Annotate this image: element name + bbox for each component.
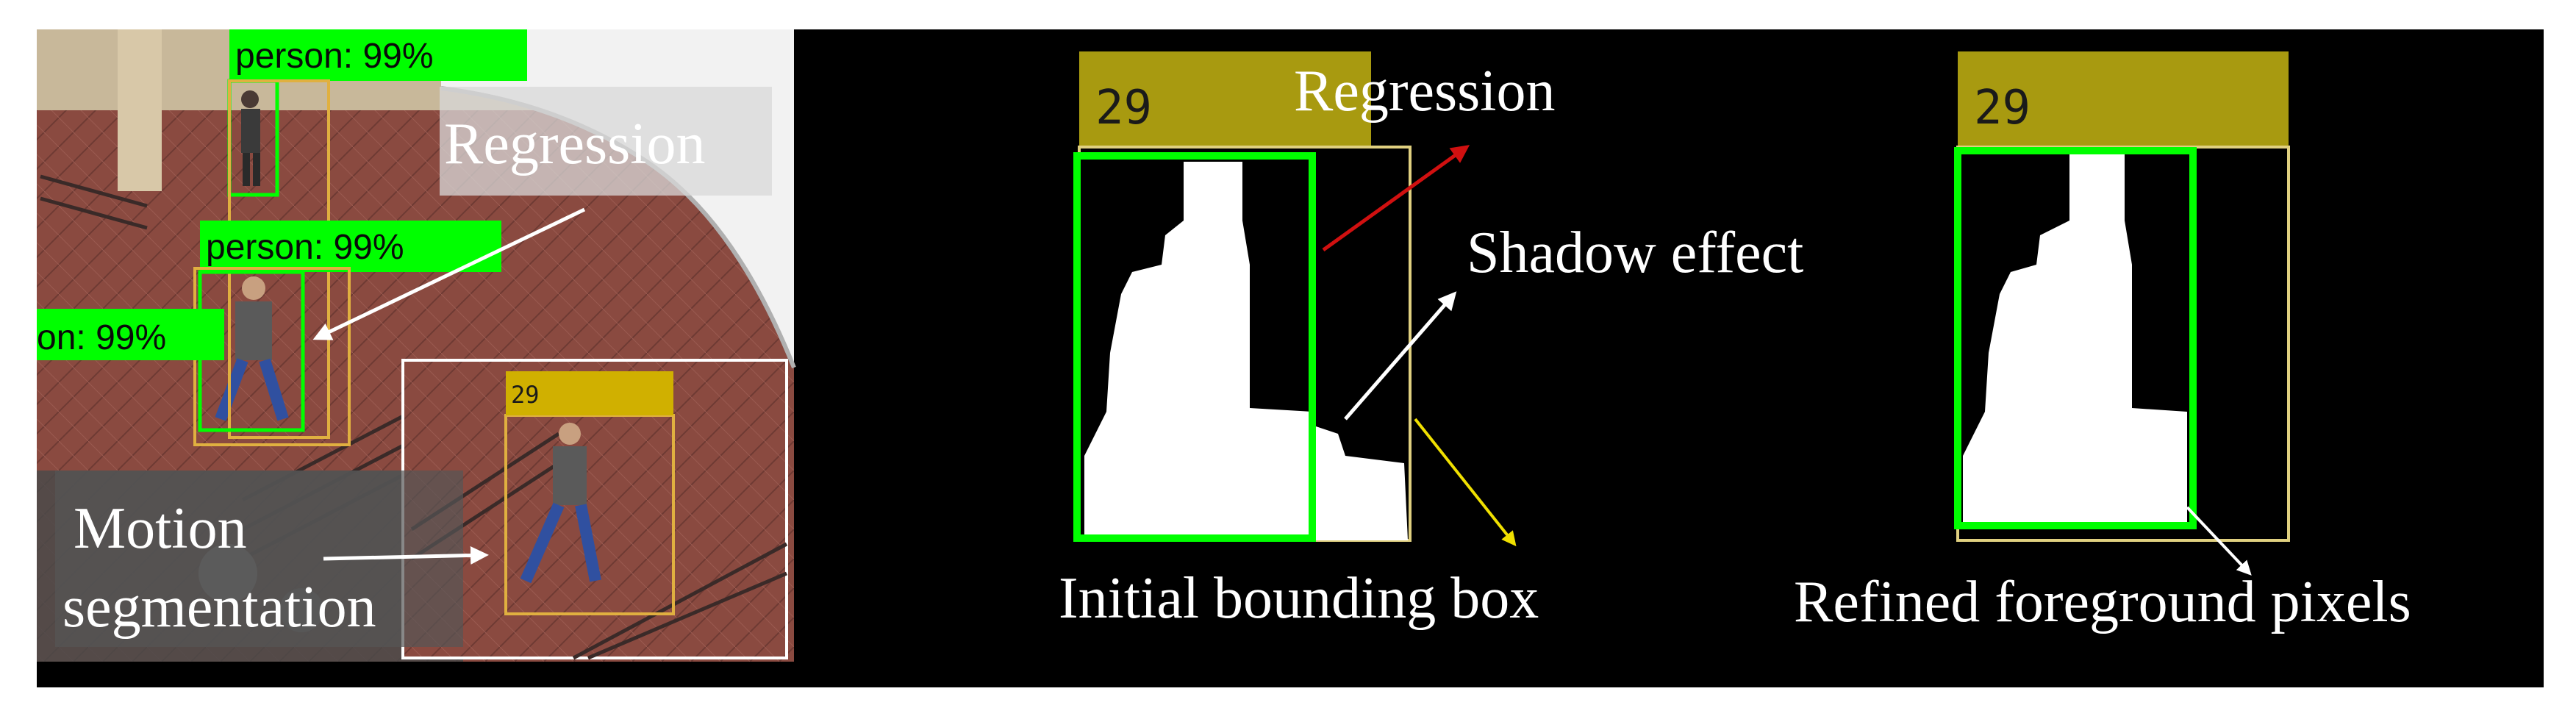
refined-silhouette [1963, 154, 2187, 523]
shadow-effect-label: Shadow effect [1467, 221, 1803, 285]
refined-track-id: 29 [1974, 81, 2031, 135]
refined-arrow [2186, 506, 2252, 576]
refined-mask-panel: 29 [1954, 51, 2290, 542]
regression-arrow-mask [1322, 145, 1470, 252]
initial-silhouette [1084, 162, 1408, 540]
inset-track-id: 29 [511, 381, 540, 409]
detection-box-2: person: 99% [198, 221, 501, 432]
down-arrow [1414, 418, 1517, 547]
regression-label-scene: Regression [444, 112, 706, 176]
detection-label-3: on: 99% [37, 318, 166, 357]
initial-mask-panel: 29 [1073, 51, 1412, 542]
refined-bounding-box [1954, 147, 2197, 529]
regression-arrow-scene [312, 207, 586, 340]
detection-label-2: person: 99% [206, 228, 404, 267]
shadow-arrow [1344, 291, 1457, 421]
person-near [215, 276, 289, 421]
motion-label-line2: segmentation [62, 575, 376, 640]
refined-caption: Refined foreground pixels [1794, 570, 2411, 634]
regression-label-mask: Regression [1294, 59, 1556, 124]
motion-label-line1: Motion [74, 496, 247, 561]
initial-bounding-box [1073, 152, 1316, 542]
regression-box [440, 87, 772, 196]
initial-track-id: 29 [1095, 81, 1152, 135]
detection-label-1: person: 99% [235, 37, 434, 76]
detection-box-3: on: 99% [37, 309, 224, 360]
initial-caption: Initial bounding box [1059, 566, 1539, 631]
motion-arrow [323, 545, 489, 565]
inset-photo: 29 [401, 359, 788, 660]
detection-box-1: person: 99% [227, 29, 527, 197]
person-far [241, 90, 260, 186]
